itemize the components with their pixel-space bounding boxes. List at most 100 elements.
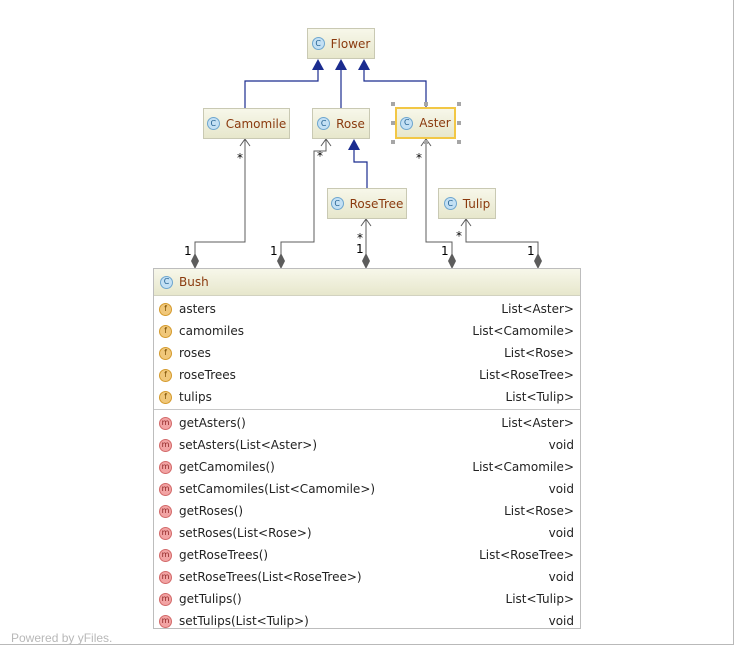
composition-aster[interactable]: [420, 138, 456, 269]
method-icon: m: [159, 548, 172, 562]
method-icon: m: [159, 592, 172, 606]
class-icon: C: [400, 116, 414, 130]
composition-tulip[interactable]: [460, 218, 542, 269]
method-signature: getTulips(): [179, 592, 242, 606]
resize-handle[interactable]: [457, 121, 461, 125]
inheritance-rosetree-rose[interactable]: [348, 139, 368, 188]
field-icon: f: [159, 324, 172, 338]
multiplicity-label: *: [317, 149, 323, 163]
class-icon: C: [443, 197, 457, 210]
resize-handle[interactable]: [457, 102, 461, 106]
resize-handle[interactable]: [424, 102, 428, 106]
class-icon: C: [206, 117, 220, 130]
class-camomile[interactable]: C Camomile: [203, 108, 290, 139]
field-icon: f: [159, 368, 172, 382]
method-signature: getRoseTrees(): [179, 548, 269, 562]
class-rosetree[interactable]: C RoseTree: [327, 188, 407, 219]
field-name: roses: [179, 346, 211, 360]
method-return-type: void: [548, 570, 574, 584]
resize-handle[interactable]: [391, 121, 395, 125]
class-icon: C: [311, 37, 325, 50]
multiplicity-label: *: [456, 229, 462, 243]
field-icon: f: [159, 390, 172, 404]
field-type: List<Rose>: [504, 346, 574, 360]
method-return-type: void: [548, 614, 574, 628]
class-rose[interactable]: C Rose: [312, 108, 370, 139]
method-signature: setRoseTrees(List<RoseTree>): [179, 570, 362, 584]
resize-handle[interactable]: [424, 140, 428, 144]
method-signature: setCamomiles(List<Camomile>): [179, 482, 376, 496]
class-tulip-name: Tulip: [462, 196, 491, 211]
method-return-type: void: [548, 526, 574, 540]
composition-rose[interactable]: [277, 138, 332, 269]
field-name: camomiles: [179, 324, 244, 338]
class-rosetree-name: RoseTree: [349, 196, 404, 211]
field-name: tulips: [179, 390, 212, 404]
field-type: List<Camomile>: [472, 324, 574, 338]
multiplicity-label: 1: [184, 244, 192, 258]
method-row[interactable]: m getTulips() List<Tulip>: [154, 588, 580, 610]
class-bush-name: Bush: [179, 275, 209, 289]
method-return-type: void: [548, 438, 574, 452]
method-return-type: List<Rose>: [504, 504, 574, 518]
method-signature: getAsters(): [179, 416, 246, 430]
method-signature: getRoses(): [179, 504, 244, 518]
resize-handle[interactable]: [391, 140, 395, 144]
watermark: Powered by yFiles.: [11, 631, 113, 645]
inheritance-aster-flower[interactable]: [358, 59, 427, 108]
method-icon: m: [159, 482, 172, 496]
multiplicity-label: 1: [270, 244, 278, 258]
inheritance-camomile-flower[interactable]: [244, 59, 324, 108]
method-return-type: List<Tulip>: [505, 592, 574, 606]
multiplicity-label: *: [237, 151, 243, 165]
field-type: List<RoseTree>: [479, 368, 574, 382]
field-row[interactable]: f roseTrees List<RoseTree>: [154, 364, 580, 386]
field-type: List<Aster>: [501, 302, 574, 316]
composition-rosetree[interactable]: [360, 218, 372, 269]
method-icon: m: [159, 526, 172, 540]
multiplicity-label: *: [357, 231, 363, 245]
method-return-type: List<Camomile>: [472, 460, 574, 474]
resize-handle[interactable]: [457, 140, 461, 144]
class-rose-name: Rose: [336, 116, 365, 131]
class-flower-name: Flower: [330, 36, 371, 51]
inheritance-rose-flower[interactable]: [335, 59, 347, 108]
class-flower[interactable]: C Flower: [307, 28, 375, 59]
class-icon: C: [317, 117, 331, 130]
class-icon: C: [160, 275, 173, 289]
field-row[interactable]: f camomiles List<Camomile>: [154, 320, 580, 342]
method-icon: m: [159, 438, 172, 452]
field-name: roseTrees: [179, 368, 236, 382]
composition-camomile[interactable]: [191, 138, 251, 269]
class-aster[interactable]: C Aster: [395, 107, 456, 139]
class-icon: C: [330, 197, 344, 210]
method-row[interactable]: m getRoses() List<Rose>: [154, 500, 580, 522]
class-camomile-name: Camomile: [225, 116, 287, 131]
method-row[interactable]: m getRoseTrees() List<RoseTree>: [154, 544, 580, 566]
method-icon: m: [159, 460, 172, 474]
method-icon: m: [159, 416, 172, 430]
method-signature: setTulips(List<Tulip>): [179, 614, 309, 628]
class-bush-header[interactable]: C Bush: [154, 269, 580, 296]
multiplicity-label: 1: [441, 244, 449, 258]
method-return-type: List<RoseTree>: [479, 548, 574, 562]
resize-handle[interactable]: [391, 102, 395, 106]
class-tulip[interactable]: C Tulip: [438, 188, 496, 219]
field-icon: f: [159, 346, 172, 360]
method-icon: m: [159, 504, 172, 518]
